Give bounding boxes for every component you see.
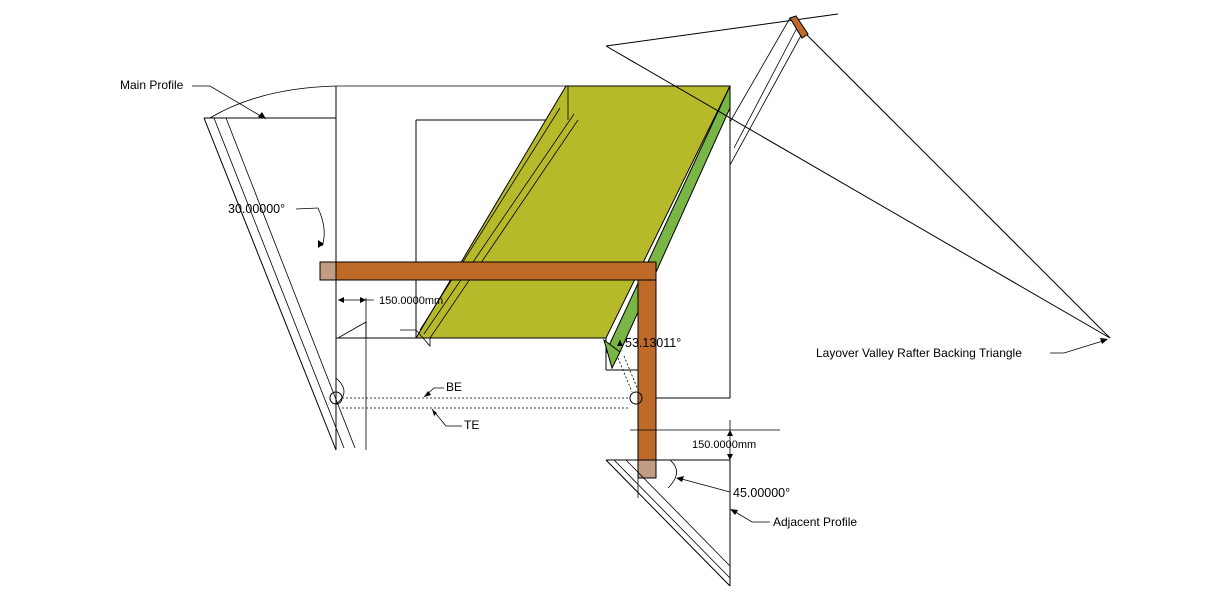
edge-lines	[342, 355, 780, 431]
adjacent-pitch-angle: 45.00000°	[733, 486, 790, 500]
valley-backing-angle: 53.13011°	[625, 336, 681, 350]
valley-rafter-section	[789, 15, 809, 39]
te-label: TE	[464, 418, 479, 432]
main-pitch-angle: 30.00000°	[228, 202, 285, 216]
adjacent-rafter	[637, 279, 657, 479]
backing-triangle	[605, 13, 1111, 339]
backing-triangle-label: Layover Valley Rafter Backing Triangle	[816, 346, 1022, 360]
main-profile-label: Main Profile	[120, 78, 184, 92]
adjacent-offset-dimension: 150.0000mm	[692, 439, 756, 451]
dimensions: 150.0000mm 150.0000mm	[338, 295, 756, 460]
adjacent-profile-label: Adjacent Profile	[773, 515, 857, 529]
angle-annotations: 30.00000° 53.13011° 45.00000°	[228, 202, 790, 500]
main-rafter-end	[319, 261, 337, 281]
rafters	[319, 261, 657, 479]
main-offset-dimension: 150.0000mm	[379, 295, 443, 307]
main-rafter	[319, 261, 657, 281]
be-label: BE	[446, 380, 462, 394]
adjacent-profile	[605, 430, 731, 587]
callouts: Main Profile Adjacent Profile Layover Va…	[120, 78, 1108, 529]
roof-plane	[400, 85, 731, 370]
